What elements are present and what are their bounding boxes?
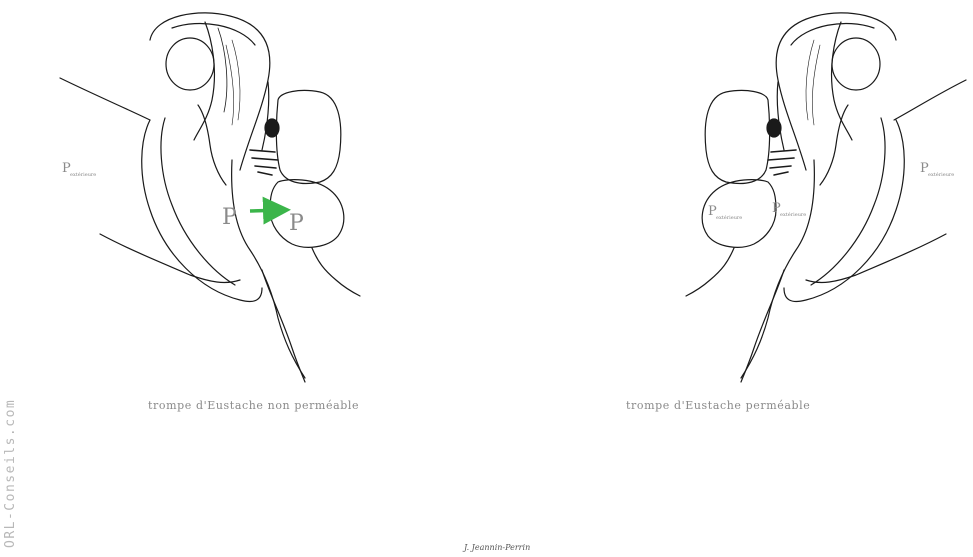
left-tympanic-bulge	[270, 180, 344, 248]
left-middle-ear-pressure-label: P	[222, 205, 237, 230]
svg-text:P: P	[289, 211, 304, 236]
right-malleus-handle	[820, 105, 848, 185]
left-ossicle-lines	[226, 40, 240, 125]
left-canal-upper-wall	[60, 78, 150, 120]
right-middle-ear-pressure-label: P extérieure	[772, 201, 806, 218]
right-ossicle-lines	[806, 40, 820, 125]
svg-text:extérieure: extérieure	[70, 171, 96, 178]
right-attic-inner	[791, 23, 874, 45]
caption-non-permeable-tube: trompe d'Eustache non perméable	[148, 399, 359, 412]
site-watermark: ORL-Conseils.com	[3, 399, 18, 548]
left-malleus-head	[166, 38, 214, 90]
right-canal-lower-wall	[806, 234, 946, 282]
left-ear-drawing	[60, 13, 360, 382]
right-stapes-dark	[767, 119, 781, 137]
left-canal-lower-wall	[100, 234, 240, 282]
right-mastoid-upper	[705, 90, 769, 183]
left-mastoid-upper	[276, 90, 340, 183]
right-ear-drawing	[686, 13, 966, 382]
left-outer-pressure-label: P extérieure	[62, 161, 96, 178]
svg-text:extérieure: extérieure	[716, 214, 742, 221]
svg-text:extérieure: extérieure	[928, 171, 954, 178]
right-tympanic-cavity	[741, 160, 814, 378]
left-tympanic-cavity	[232, 160, 305, 378]
right-canal-upper-wall	[894, 80, 966, 120]
left-tube-lower	[262, 270, 305, 382]
left-eustachian-tube	[312, 248, 360, 296]
right-temporal-inner	[811, 118, 885, 285]
left-stapes-dark	[265, 119, 279, 137]
svg-text:P: P	[222, 205, 237, 230]
right-malleus-head	[832, 38, 880, 90]
pressure-arrow	[250, 210, 284, 211]
left-stapes-crura	[250, 150, 278, 175]
right-stapes-crura	[768, 150, 796, 175]
left-temporal-inner	[161, 118, 235, 285]
right-bulge-pressure-label: P extérieure	[708, 204, 742, 221]
svg-text:extérieure: extérieure	[780, 211, 806, 218]
right-tube-lower	[741, 270, 784, 382]
right-outer-pressure-label: P extérieure	[920, 161, 954, 178]
left-incus-shadow	[218, 28, 227, 112]
left-temporal-shell	[142, 120, 262, 302]
artist-signature: J. Jeannin-Perrin	[464, 543, 530, 552]
caption-permeable-tube: trompe d'Eustache perméable	[626, 399, 810, 412]
right-eustachian-tube	[686, 248, 734, 296]
left-bulge-pressure-label: P	[289, 211, 304, 236]
left-malleus-handle	[198, 105, 226, 185]
left-attic-inner	[172, 23, 255, 45]
right-temporal-shell	[784, 120, 904, 302]
